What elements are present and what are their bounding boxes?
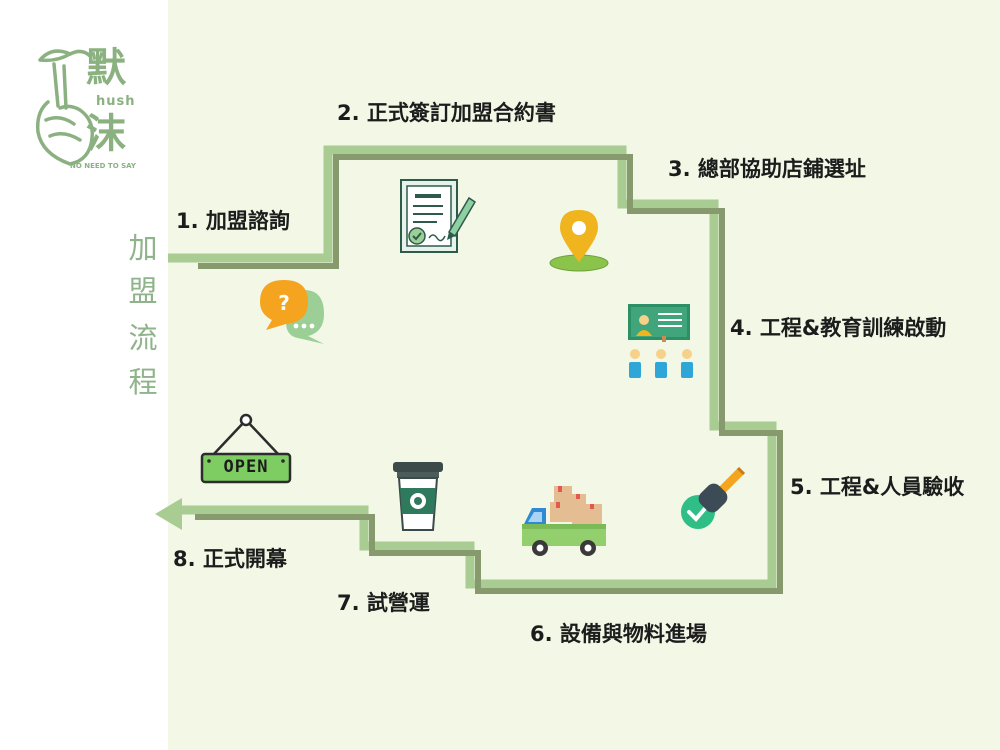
open-sign-icon [200,413,292,484]
chat-bubble-icon: ? [260,280,324,344]
svg-text:?: ? [278,291,290,315]
step-label-2: 2. 正式簽訂加盟合約書 [337,101,556,125]
flow-path-dark [195,154,783,594]
page-title-char: 程 [128,365,158,399]
diagram-canvas [168,0,1000,750]
open-sign: OPEN [200,412,294,488]
step-label-6: 6. 設備與物料進場 [530,622,707,646]
step-label-3: 3. 總部協助店鋪選址 [668,157,866,181]
brand-char-top: 默 [86,45,126,91]
open-sign-text: OPEN [223,457,269,477]
contract-pen-icon [400,179,477,253]
delivery-truck-icon [522,486,606,556]
page-title-char: 流 [128,321,158,355]
page-title-char: 盟 [128,274,158,308]
training-board-icon [628,304,693,378]
step-label-7: 7. 試營運 [337,591,430,615]
step-label-5: 5. 工程&人員驗收 [790,475,965,499]
coffee-cup-icon [393,462,443,531]
step-label-4: 4. 工程&教育訓練啟動 [730,316,947,340]
sidebar: 默 hush 沫 NO NEED TO SAY [0,0,168,750]
inspection-stamp-icon [681,466,746,529]
page-title-char: 加 [128,231,158,265]
brand-hush: hush [96,94,136,109]
brand-tagline: NO NEED TO SAY [70,162,136,170]
step-label-1: 1. 加盟諮詢 [176,209,290,233]
flow-path-light [168,145,777,589]
location-pin-icon [549,210,609,272]
flow-arrowhead [155,498,182,530]
brand-char-bottom: 沫 [86,111,126,157]
hush-hand-icon [35,49,94,166]
brand-logo: 默 hush 沫 NO NEED TO SAY [30,42,150,170]
step-label-8: 8. 正式開幕 [173,547,287,571]
